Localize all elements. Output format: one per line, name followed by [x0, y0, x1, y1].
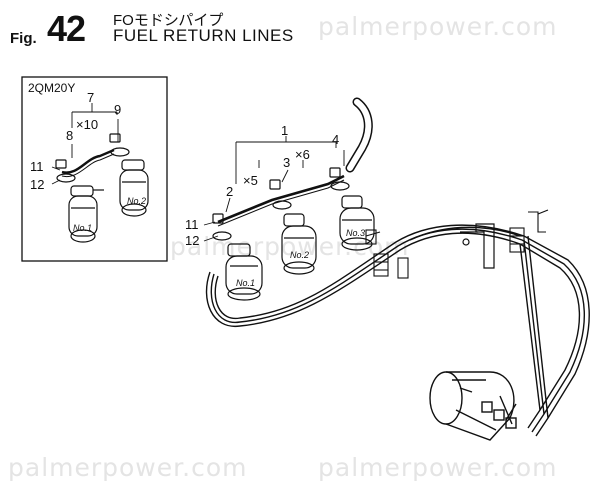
main-return-pipe-edge	[217, 179, 345, 227]
main-leader-lines	[203, 136, 345, 242]
pipe-bracket	[460, 223, 495, 269]
watermark-bottom-right: palmerpower.com	[318, 453, 557, 482]
inset-frame	[21, 76, 168, 262]
return-hose-inner	[347, 99, 372, 171]
watermark-top: palmerpower.com	[318, 12, 557, 41]
inset-injector-1-tag: No.1	[73, 223, 92, 233]
watermark-middle: palmerpower.com	[170, 232, 409, 261]
main-injector-3-tag: No.3	[346, 228, 365, 238]
main-callout-x5: ×5	[243, 173, 258, 188]
inset-injector-1	[55, 159, 104, 243]
main-callout-11: 11	[185, 217, 199, 232]
main-callout-x6: ×6	[295, 147, 310, 162]
figure-title-japanese: FOモドシパイプ	[113, 12, 224, 29]
inset-2qm20y: 2QM20Y	[21, 76, 168, 262]
main-callout-3: 3	[283, 155, 290, 170]
figure-title-english: FUEL RETURN LINES	[113, 26, 294, 45]
inset-model-label: 2QM20Y	[28, 81, 75, 95]
main-callout-4: 4	[332, 132, 339, 147]
injection-pump	[429, 371, 517, 441]
inset-callout-7: 7	[87, 90, 94, 105]
figure-number: 42	[47, 8, 86, 49]
main-callout-2: 2	[226, 184, 233, 199]
main-injector-1	[212, 213, 263, 301]
inset-callout-x10: ×10	[76, 117, 98, 132]
main-return-pipe	[217, 174, 345, 224]
inset-leader-lines	[51, 103, 119, 185]
inset-callout-8: 8	[66, 128, 73, 143]
watermark-layer: palmerpower.com palmerpower.com palmerpo…	[8, 12, 557, 482]
inset-callout-12: 12	[30, 177, 44, 192]
main-injector-3	[329, 167, 375, 251]
figure-prefix: Fig.	[10, 30, 37, 47]
main-injector-1-tag: No.1	[236, 278, 255, 288]
main-callout-1: 1	[281, 123, 288, 138]
injection-pipe-bundle	[205, 224, 590, 437]
inset-return-pipe-edge	[61, 153, 115, 178]
inset-callout-11: 11	[30, 159, 44, 174]
inset-injector-2-tag: No.2	[127, 196, 146, 206]
inset-injector-2	[109, 133, 149, 217]
inset-return-pipe	[61, 148, 115, 174]
main-injector-2-tag: No.2	[290, 250, 309, 260]
main-assembly: No.1 No.2 No.3	[185, 97, 590, 441]
watermark-bottom-left: palmerpower.com	[8, 453, 247, 482]
inset-callout-9: 9	[114, 102, 121, 117]
main-callout-12: 12	[185, 233, 199, 248]
main-injector-2	[269, 179, 317, 275]
